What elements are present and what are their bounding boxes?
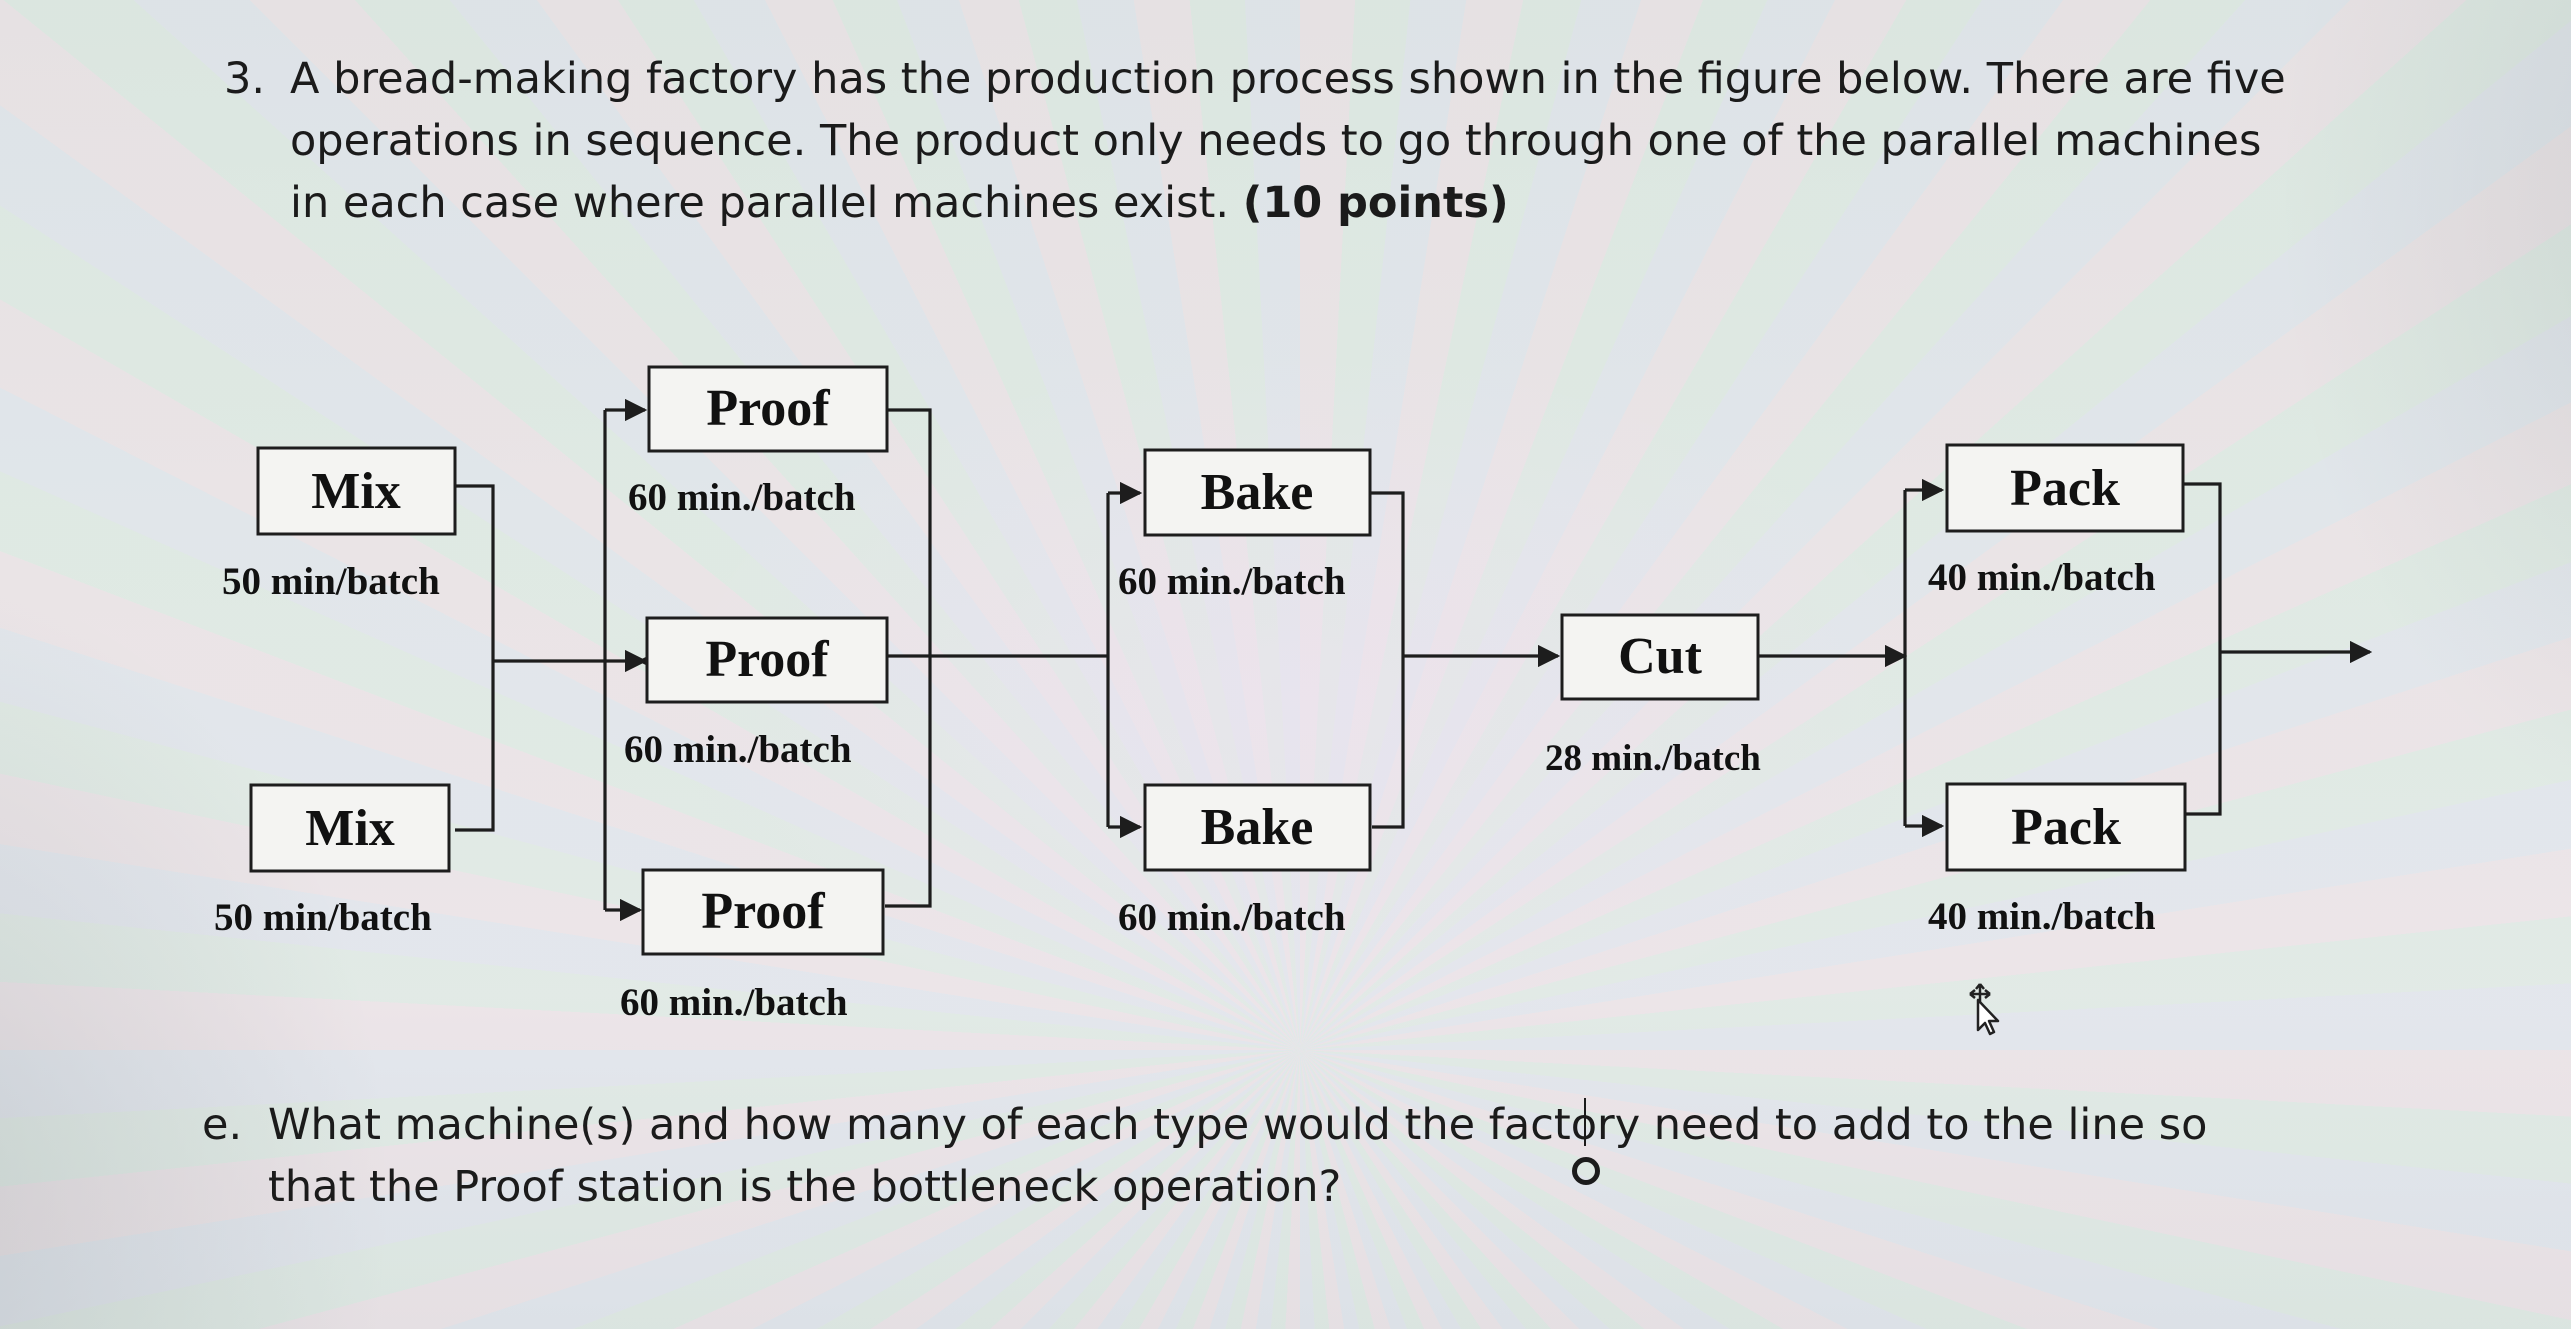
- proof-machine-2: Proof: [645, 616, 889, 704]
- cut-machine-label: Cut: [1618, 628, 1702, 685]
- mix-machine-1-label: Mix: [311, 463, 401, 520]
- mix-flow-lines: [455, 484, 661, 832]
- proof-machine-1-label: Proof: [706, 380, 830, 437]
- question-number: 3.: [224, 54, 266, 104]
- part-e-question: What machine(s) and how many of each typ…: [268, 1094, 2207, 1218]
- part-e-line-2: that the Proof station is the bottleneck…: [268, 1162, 1342, 1212]
- pack-machine-2-rate: 40 min./batch: [1928, 895, 2156, 938]
- proof-machine-3-rate: 60 min./batch: [620, 981, 848, 1024]
- pack-machine-1-label: Pack: [2010, 460, 2120, 517]
- pack-machine-2: Pack: [1945, 782, 2187, 872]
- question-points: (10 points): [1242, 178, 1509, 228]
- mix-machine-2-rate: 50 min/batch: [214, 896, 432, 939]
- question-text: A bread-making factory has the productio…: [290, 48, 2286, 234]
- circle-cursor-icon: [1572, 1157, 1600, 1185]
- pack-machine-1-rate: 40 min./batch: [1928, 556, 2156, 599]
- question-line-1: A bread-making factory has the productio…: [290, 54, 2286, 104]
- mix-machine-1: Mix: [256, 446, 457, 536]
- cut-machine: Cut: [1560, 613, 1760, 701]
- bake-machine-2-rate: 60 min./batch: [1118, 896, 1346, 939]
- mix-machine-2-label: Mix: [305, 800, 395, 857]
- bake-machine-2: Bake: [1143, 783, 1372, 872]
- bake-machine-1: Bake: [1143, 448, 1372, 537]
- bake-machine-1-label: Bake: [1201, 464, 1314, 521]
- part-e-line-1: What machine(s) and how many of each typ…: [268, 1100, 2208, 1150]
- proof-machine-2-label: Proof: [705, 631, 829, 688]
- proof-machine-3-label: Proof: [701, 883, 825, 940]
- proof-machine-1: Proof: [647, 365, 889, 453]
- text-caret-icon: [1584, 1098, 1586, 1146]
- cut-machine-rate: 28 min./batch: [1545, 738, 1761, 779]
- mix-machine-2: Mix: [249, 783, 451, 873]
- pack-flow-lines: [1903, 478, 2373, 838]
- part-e-label: e.: [202, 1100, 243, 1150]
- proof-machine-2-rate: 60 min./batch: [624, 728, 852, 771]
- pack-machine-1: Pack: [1945, 443, 2185, 533]
- bake-machine-1-rate: 60 min./batch: [1118, 560, 1346, 603]
- proof-machine-1-rate: 60 min./batch: [628, 476, 856, 519]
- bake-flow-lines: [1106, 481, 1561, 839]
- bake-machine-2-label: Bake: [1201, 799, 1314, 856]
- question-line-3: in each case where parallel machines exi…: [290, 178, 1243, 228]
- proof-machine-3: Proof: [641, 868, 885, 956]
- proof-flow-lines: [603, 398, 1108, 922]
- move-cursor-icon: [1969, 983, 2000, 1036]
- mix-machine-1-rate: 50 min/batch: [222, 560, 440, 603]
- question-line-2: operations in sequence. The product only…: [290, 116, 2262, 166]
- pack-machine-2-label: Pack: [2011, 799, 2121, 856]
